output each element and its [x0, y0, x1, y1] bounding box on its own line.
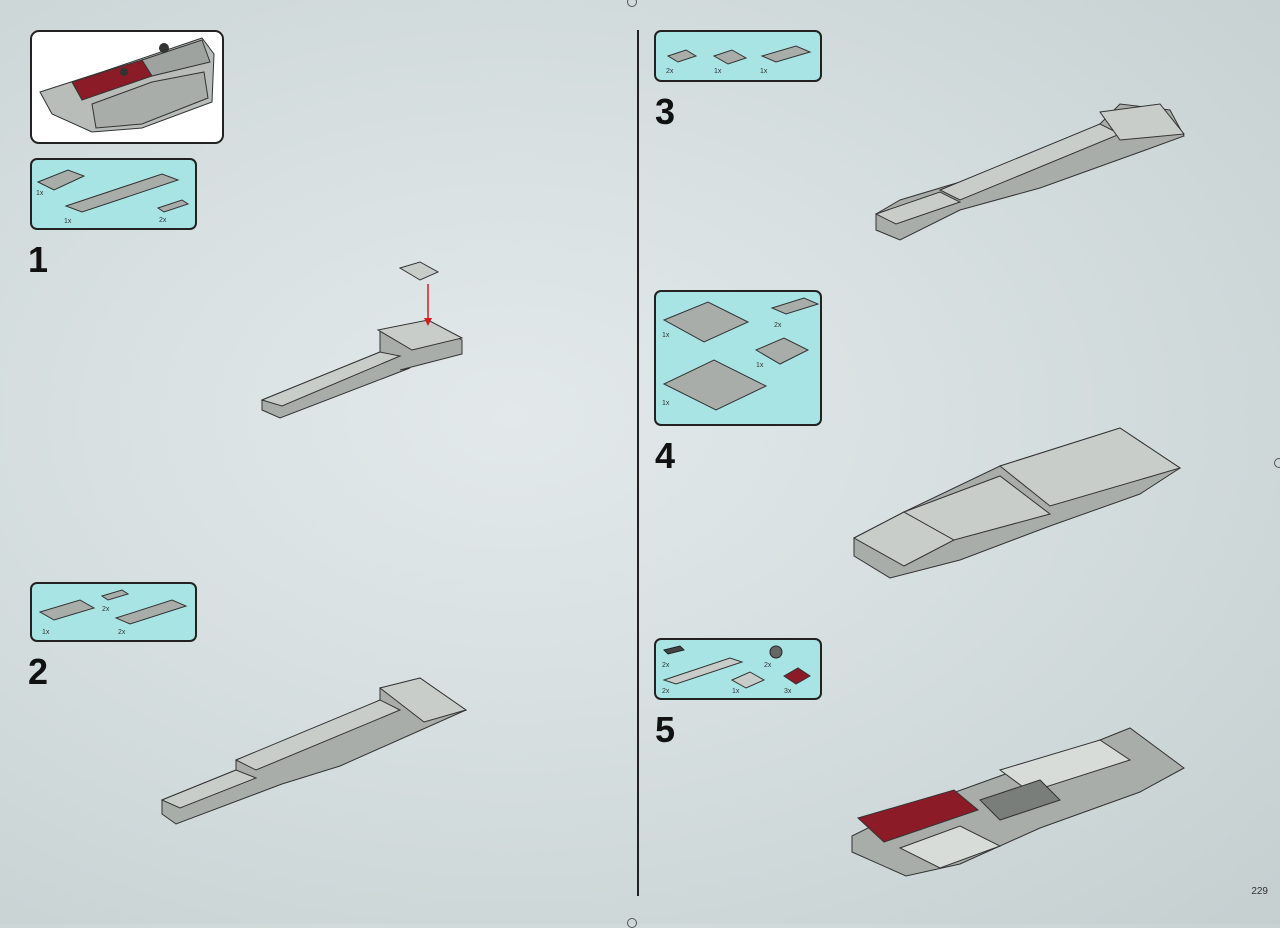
step-5-part-1-qty: 2x: [662, 662, 670, 669]
step-1-parts-image: [36, 169, 190, 213]
registration-mark-right: [1274, 458, 1280, 468]
step-4-part-2-qty: 2x: [774, 322, 782, 329]
step-3-number: 3: [655, 91, 676, 132]
step-4-part-3-qty: 1x: [756, 362, 764, 369]
step-5-part-4-qty: 1x: [732, 688, 740, 695]
subassembly-preview-image: [39, 37, 215, 133]
step-2-part-3-qty: 2x: [118, 629, 126, 636]
registration-mark-top: [627, 0, 637, 7]
step-2-parts-callout: 2x 1x 2x: [30, 582, 197, 642]
step-2-part-1-qty: 2x: [102, 606, 110, 613]
step-5-number: 5: [655, 709, 676, 750]
step-5-part-3-qty: 2x: [662, 688, 670, 695]
step-2-parts-image: [38, 589, 188, 625]
subassembly-preview: [30, 30, 224, 144]
step-1-parts-callout: 1x 1x 2x: [30, 158, 197, 230]
step-1-part-3-qty: 2x: [159, 217, 167, 224]
page-number: 229: [1251, 886, 1268, 897]
step-4-part-1-qty: 1x: [662, 332, 670, 339]
step-3-part-1-qty: 2x: [666, 68, 674, 75]
step-1-part-1-qty: 1x: [36, 190, 44, 197]
step-3-parts-callout: 2x 1x 1x: [654, 30, 822, 82]
step-5-part-5-qty: 3x: [784, 688, 792, 695]
step-2-part-2-qty: 1x: [42, 629, 50, 636]
step-4-part-4-qty: 1x: [662, 400, 670, 407]
step-4-parts-callout: 1x 2x 1x 1x: [654, 290, 822, 426]
step-5-parts-callout: 2x 2x 2x 1x 3x: [654, 638, 822, 700]
step-2-number: 2: [28, 651, 49, 692]
page-divider: [637, 30, 639, 896]
step-4-parts-image: [662, 297, 820, 411]
step-4-number: 4: [655, 435, 676, 476]
step-3-parts-image: [666, 45, 812, 65]
step-3-part-3-qty: 1x: [760, 68, 768, 75]
step-3-part-2-qty: 1x: [714, 68, 722, 75]
step-1-part-2-qty: 1x: [64, 218, 72, 225]
step-1-number: 1: [28, 239, 49, 280]
step-5-parts-image: [662, 645, 811, 689]
step-5-part-2-qty: 2x: [764, 662, 772, 669]
